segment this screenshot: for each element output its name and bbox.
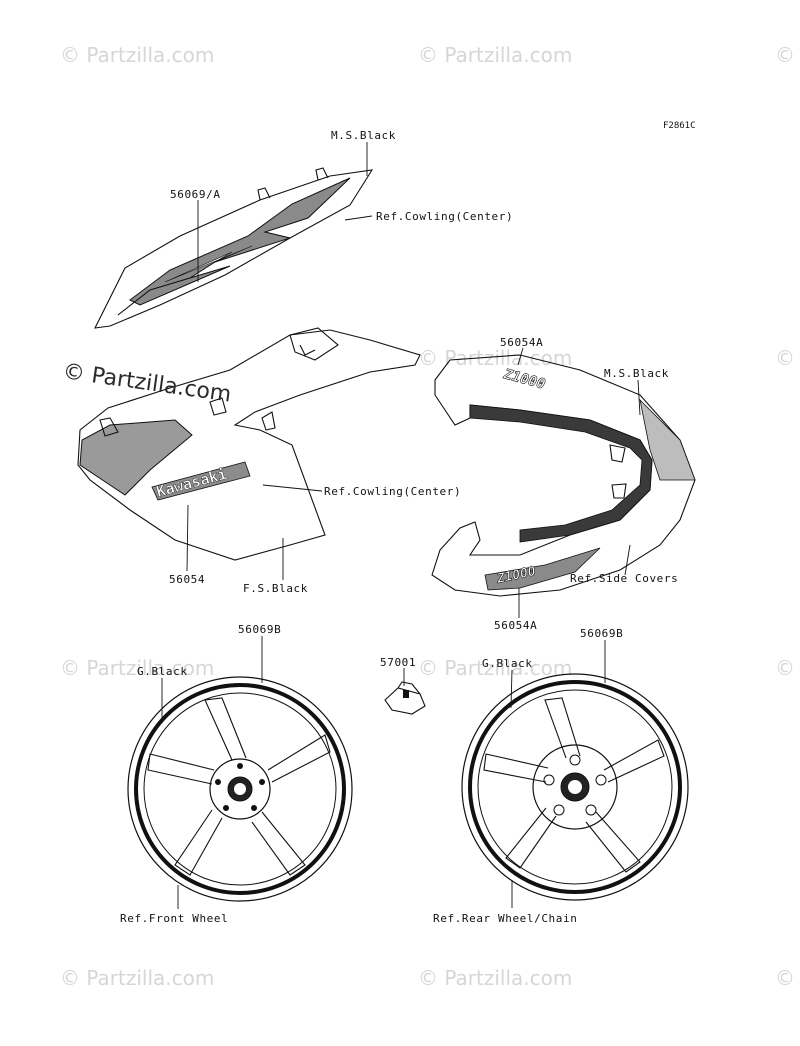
label-ms-black-top: M.S.Black — [331, 129, 396, 142]
watermark: © Partzilla.com — [418, 346, 572, 370]
label-fs-black: F.S.Black — [243, 582, 308, 595]
label-part-56054a-top: 56054A — [500, 336, 543, 349]
label-ref-cowling-center-top: Ref.Cowling(Center) — [376, 210, 513, 223]
label-part-57001: 57001 — [380, 656, 416, 669]
callout-labels: M.S.Black 56069/A Ref.Cowling(Center) 56… — [120, 129, 678, 925]
watermark: © Partzilla.com — [418, 656, 572, 680]
label-part-56054: 56054 — [169, 573, 205, 586]
z1000-decal-text-top: Z1000 — [501, 366, 547, 393]
front-wheel — [127, 676, 353, 902]
figure-code: F2861C — [663, 121, 696, 131]
watermark-symbol: © — [775, 656, 795, 680]
side-cowling-decal: Kawasaki — [77, 327, 421, 561]
watermark: © Partzilla.com — [418, 966, 572, 990]
seat-cowl-decal: Z1000 Z1000 — [431, 354, 696, 597]
watermark: © Partzilla.com — [60, 656, 214, 680]
label-ms-black-right: M.S.Black — [604, 367, 669, 380]
label-g-black-left: G.Black — [137, 665, 188, 678]
label-ref-side-covers: Ref.Side Covers — [570, 572, 678, 585]
leader-lines — [161, 142, 641, 909]
watermark-symbol: © — [775, 43, 795, 67]
label-part-56054a-bottom: 56054A — [494, 619, 537, 632]
label-ref-rear-wheel: Ref.Rear Wheel/Chain — [433, 912, 577, 925]
watermark: © Partzilla.com — [418, 43, 572, 67]
cowling-center-decal — [94, 167, 374, 329]
label-ref-front-wheel: Ref.Front Wheel — [120, 912, 228, 925]
watermark: © Partzilla.com — [60, 966, 214, 990]
label-ref-cowling-center-mid: Ref.Cowling(Center) — [324, 485, 461, 498]
label-part-56069a: 56069/A — [170, 188, 221, 201]
watermark-symbol: © — [775, 346, 795, 370]
watermark: © Partzilla.com — [60, 43, 214, 67]
kawasaki-decal-text: Kawasaki — [154, 465, 228, 501]
watermark-symbol: © — [775, 966, 795, 990]
tool-part-57001 — [384, 681, 426, 715]
label-part-56069b-left: 56069B — [238, 623, 281, 636]
watermark-layer: © Partzilla.com © Partzilla.com © © Part… — [60, 43, 795, 990]
partzilla-watermark: © Partzilla.com — [61, 359, 233, 407]
rear-wheel — [461, 673, 689, 901]
label-part-56069b-right: 56069B — [580, 627, 623, 640]
label-g-black-right: G.Black — [482, 657, 533, 670]
